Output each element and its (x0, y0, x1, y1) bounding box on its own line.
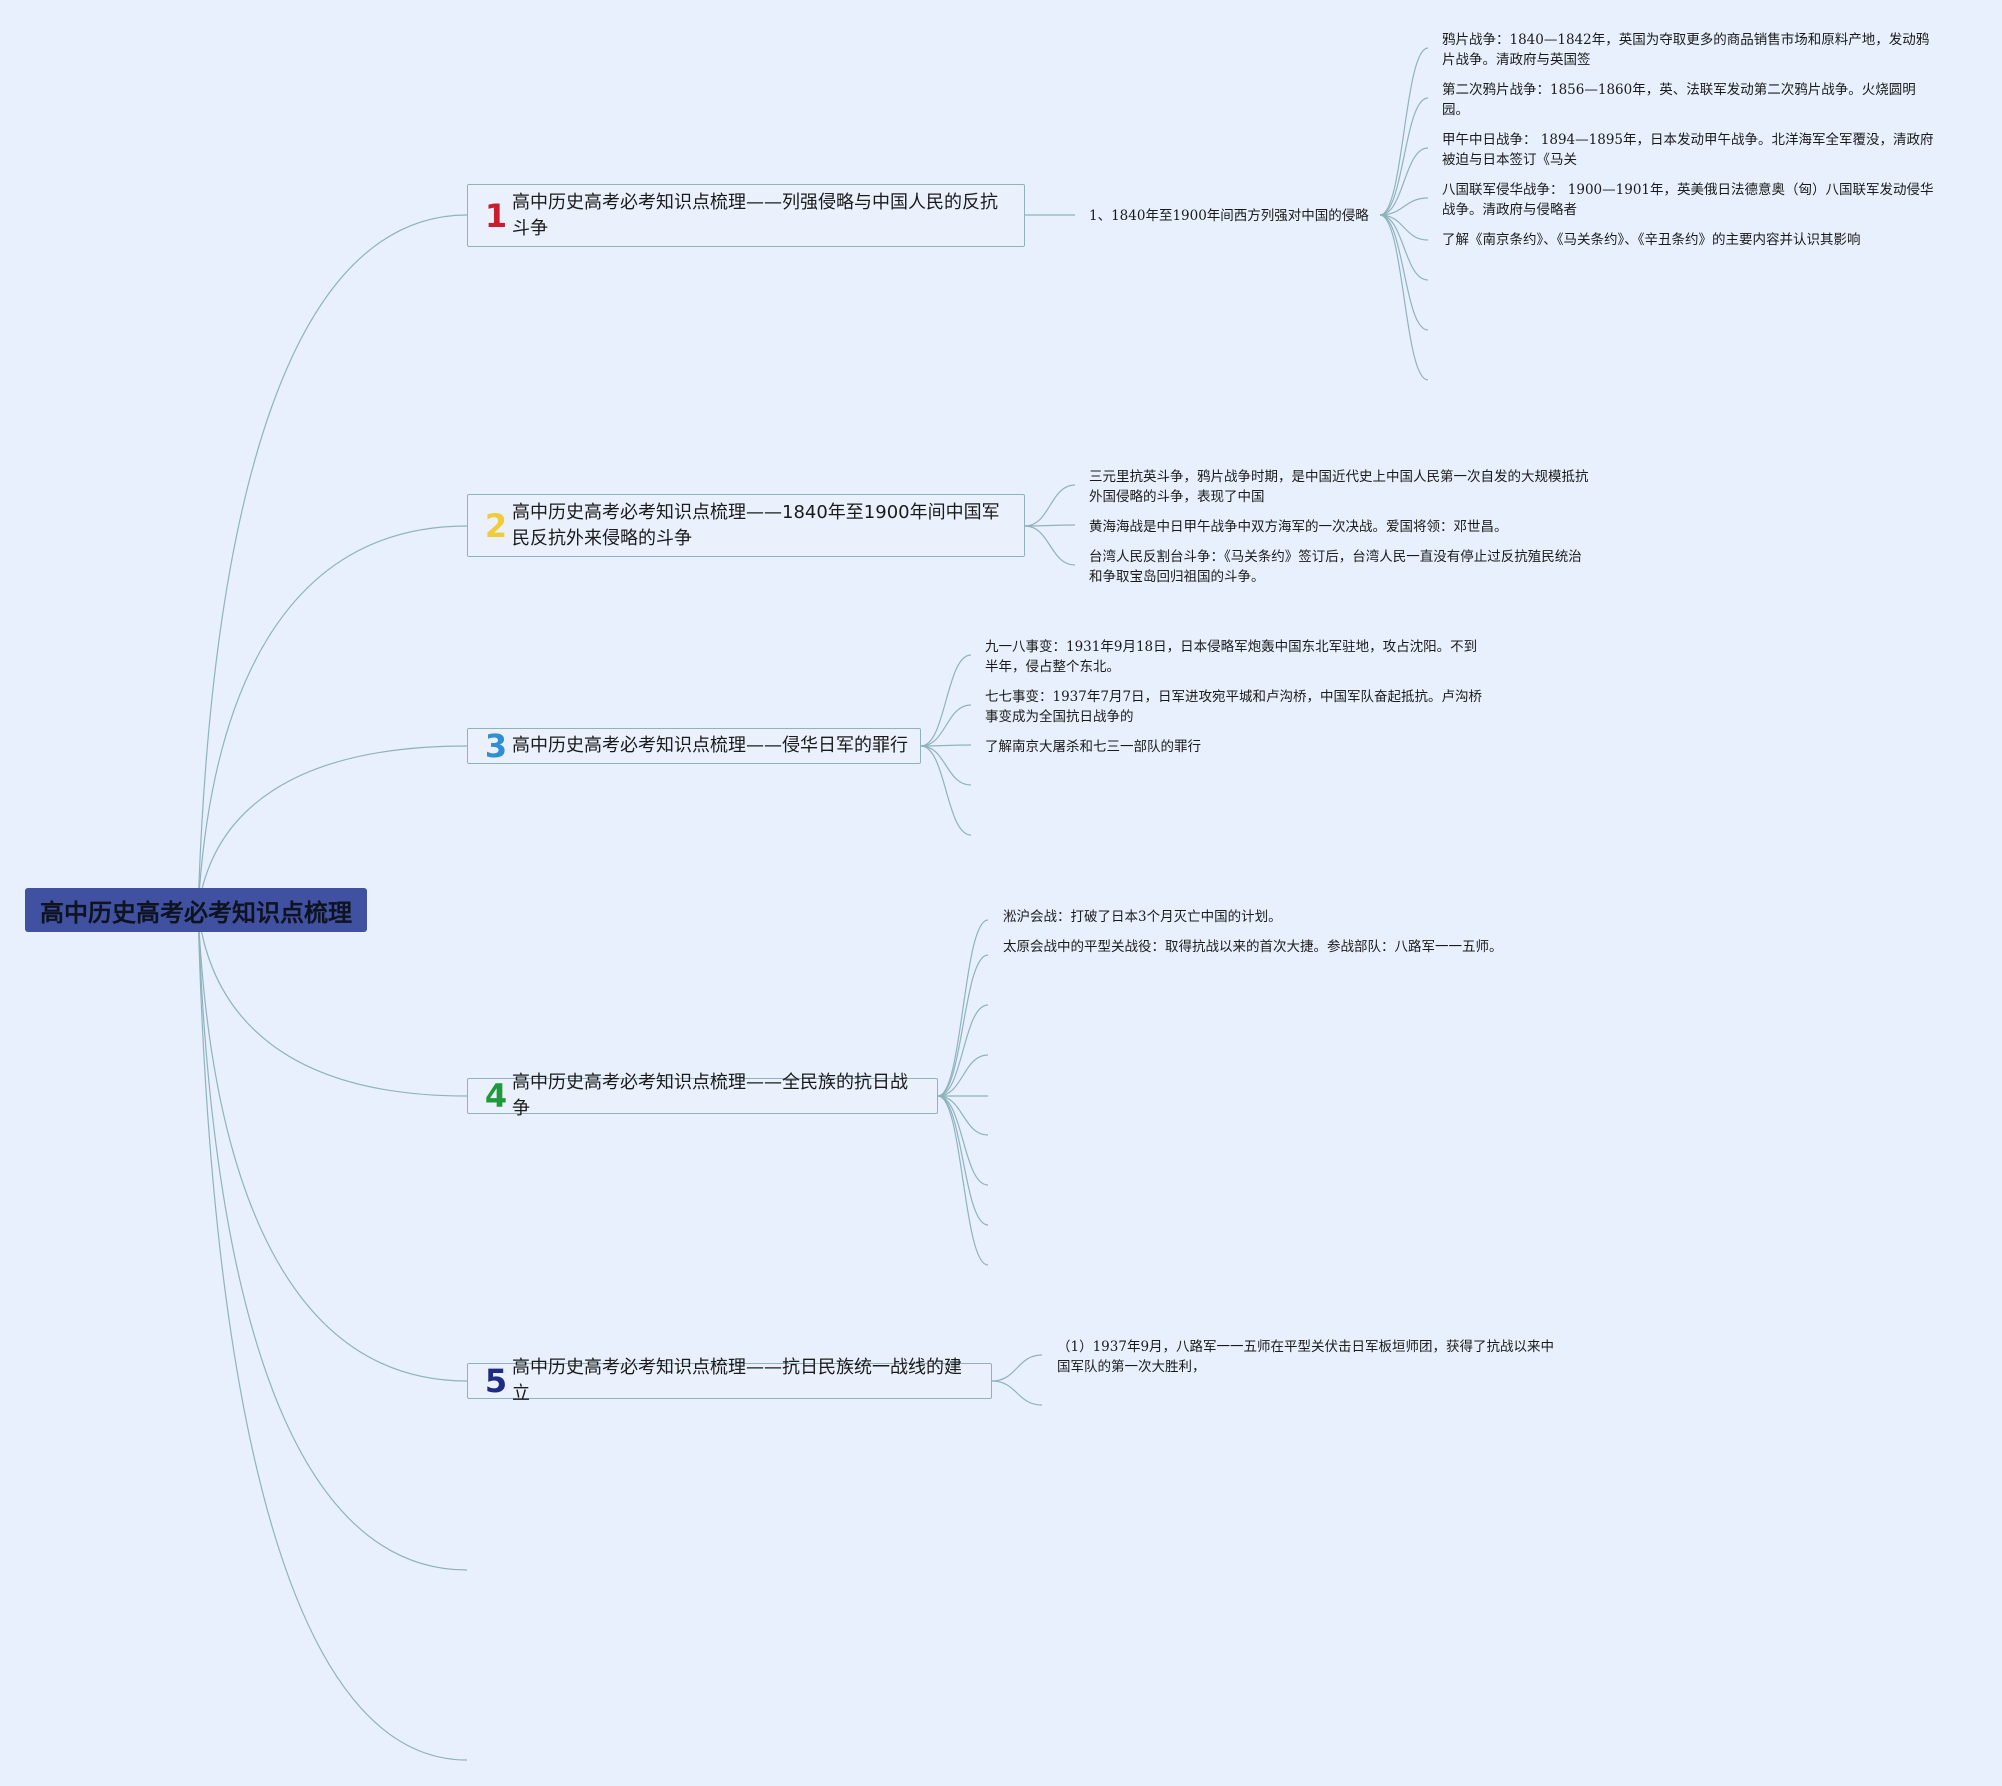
branch3-leaf-link-5 (920, 745, 972, 836)
branch2-leaf-link-1 (1024, 484, 1076, 527)
branch-5[interactable]: 5 高中历史高考必考知识点梳理——抗日民族统一战线的建立 (467, 1357, 992, 1404)
branch-label-5: 高中历史高考必考知识点梳理——抗日民族统一战线的建立 (512, 1357, 962, 1404)
branch3-leaf-link-4 (920, 745, 972, 786)
branch-number-1: 1 (484, 196, 508, 235)
branch-4[interactable]: 4 高中历史高考必考知识点梳理——全民族的抗日战争 (467, 1072, 938, 1119)
root-link-6 (197, 909, 468, 1571)
sub1-leaf-link-5 (1379, 214, 1429, 241)
branch4-leaf-link-6 (937, 1095, 989, 1136)
sub1-leaf-link-1 (1379, 47, 1429, 216)
root-link-2 (197, 525, 468, 911)
branch3-leaf-link-1 (920, 654, 972, 747)
sub1-leaf-link-7 (1379, 214, 1429, 331)
branch4-leaf-link-2 (937, 954, 989, 1097)
branch-2[interactable]: 2 高中历史高考必考知识点梳理——1840年至1900年间中国军民反抗外来侵略的… (467, 494, 1025, 557)
leaf-1-4[interactable]: 八国联军侵华战争： 1900—1901年，英美俄日法德意奥（匈）八国联军发动侵华… (1442, 182, 1934, 218)
branch-label-2: 高中历史高考必考知识点梳理——1840年至1900年间中国军民反抗外来侵略的斗争 (512, 501, 1000, 549)
branch4-leaf-link-1 (937, 919, 989, 1097)
leaf-3-2[interactable]: 七七事变：1937年7月7日，日军进攻宛平城和卢沟桥，中国军队奋起抵抗。卢沟桥事… (985, 689, 1483, 725)
branch-3[interactable]: 3 高中历史高考必考知识点梳理——侵华日军的罪行 (467, 728, 921, 764)
root-link-5 (197, 909, 468, 1382)
root-link-1 (197, 214, 468, 911)
branch5-leaf-link-1 (991, 1354, 1043, 1382)
sub1-leaf-link-3 (1379, 147, 1429, 216)
sub1-leaf-link-6 (1379, 214, 1429, 281)
leaf-5-1[interactable]: （1）1937年9月，八路军一一五师在平型关伏击日军板垣师团，获得了抗战以来中国… (1057, 1339, 1555, 1375)
branch4-leaf-link-3 (937, 1004, 989, 1097)
branch3-leaf-link-3 (920, 744, 972, 747)
branch-label-4: 高中历史高考必考知识点梳理——全民族的抗日战争 (512, 1072, 908, 1119)
branch-number-5: 5 (484, 1362, 508, 1400)
leaf-4-1[interactable]: 淞沪会战：打破了日本3个月灭亡中国的计划。 (1003, 909, 1282, 925)
leaf-1-2[interactable]: 第二次鸦片战争：1856—1860年，英、法联军发动第二次鸦片战争。火烧圆明园。 (1442, 82, 1916, 118)
leaf-2-1[interactable]: 三元里抗英斗争，鸦片战争时期，是中国近代史上中国人民第一次自发的大规模抵抗外国侵… (1089, 469, 1589, 505)
leaf-1-5[interactable]: 了解《南京条约》、《马关条约》、《辛丑条约》的主要内容并认识其影响 (1442, 232, 1861, 248)
branch-1[interactable]: 1 高中历史高考必考知识点梳理——列强侵略与中国人民的反抗斗争 (467, 184, 1025, 247)
leaf-1-1[interactable]: 鸦片战争：1840—1842年，英国为夺取更多的商品销售市场和原料产地，发动鸦片… (1442, 32, 1930, 68)
branch2-leaf-link-3 (1024, 525, 1076, 566)
root-topic[interactable]: 高中历史高考必考知识点梳理 (25, 888, 367, 932)
branch4-leaf-link-7 (937, 1095, 989, 1186)
branch4-leaf-link-9 (937, 1095, 989, 1266)
root-link-7 (197, 909, 468, 1761)
sub1-leaf-link-4 (1379, 197, 1429, 216)
branch5-leaf-link-2 (991, 1380, 1043, 1406)
branch-label-3: 高中历史高考必考知识点梳理——侵华日军的罪行 (512, 735, 908, 756)
branch-number-4: 4 (484, 1077, 508, 1115)
root-link-3 (197, 745, 468, 911)
subtopic-1[interactable]: 1、1840年至1900年间西方列强对中国的侵略 (1089, 208, 1369, 224)
leaf-4-2[interactable]: 太原会战中的平型关战役：取得抗战以来的首次大捷。参战部队：八路军一一五师。 (1003, 939, 1503, 955)
branch-number-2: 2 (484, 506, 508, 545)
sub1-leaf-link-8 (1379, 214, 1429, 381)
leaf-1-3[interactable]: 甲午中日战争： 1894—1895年，日本发动甲午战争。北洋海军全军覆没，清政府… (1442, 132, 1934, 168)
leaf-3-1[interactable]: 九一八事变：1931年9月18日，日本侵略军炮轰中国东北军驻地，攻占沈阳。不到半… (985, 639, 1478, 675)
branch4-leaf-link-8 (937, 1095, 989, 1226)
root-link-4 (197, 909, 468, 1097)
leaf-2-3[interactable]: 台湾人民反割台斗争：《马关条约》签订后，台湾人民一直没有停止过反抗殖民统治和争取… (1089, 549, 1582, 585)
branch-number-3: 3 (484, 727, 508, 765)
branch-label-1: 高中历史高考必考知识点梳理——列强侵略与中国人民的反抗斗争 (512, 191, 998, 239)
sub1-leaf-link-2 (1379, 97, 1429, 216)
leaf-3-3[interactable]: 了解南京大屠杀和七三一部队的罪行 (985, 739, 1201, 755)
branch2-leaf-link-2 (1024, 524, 1076, 527)
branch4-leaf-link-4 (937, 1054, 989, 1097)
leaf-2-2[interactable]: 黄海海战是中日甲午战争中双方海军的一次决战。爱国将领：邓世昌。 (1089, 519, 1508, 535)
branch3-leaf-link-2 (920, 704, 972, 747)
